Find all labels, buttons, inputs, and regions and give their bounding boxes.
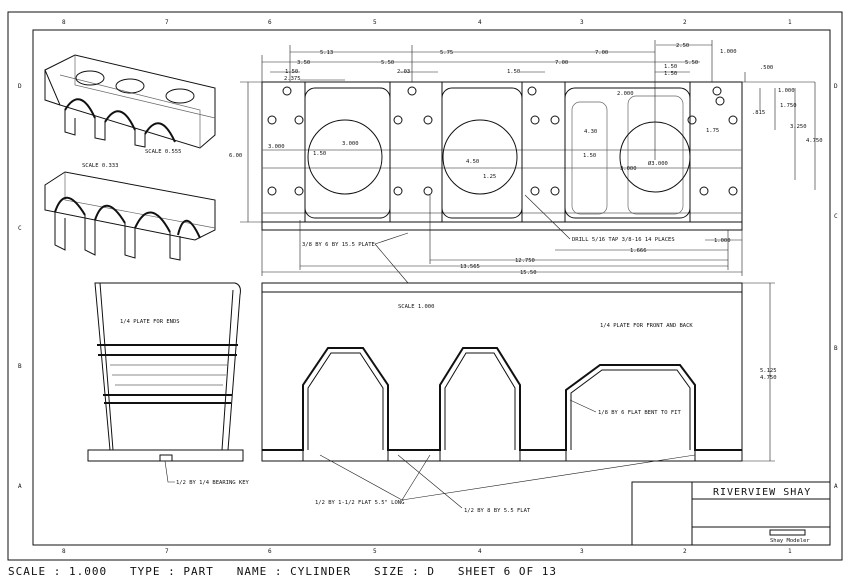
zone-col: 7 bbox=[165, 19, 169, 26]
zone-col: 2 bbox=[683, 548, 687, 555]
iso-view-shaded: SCALE 0.555 bbox=[44, 54, 216, 155]
side-view: 1/4 PLATE FOR ENDS 1/2 BY 1/4 BEARING KE… bbox=[87, 282, 250, 486]
dimension-label: 1.50 bbox=[507, 69, 520, 75]
annotation-flat-55: 1/2 BY 8 BY 5.5 FLAT bbox=[464, 508, 531, 514]
outer-border bbox=[7, 11, 843, 561]
dimension-label: 5.50 bbox=[381, 60, 394, 66]
zone-labels: 8 7 6 5 4 3 2 1 8 7 6 5 4 3 2 1 D C B A … bbox=[18, 19, 838, 555]
dimension-label: 1.666 bbox=[630, 248, 647, 254]
dimension-label: 1.75 bbox=[706, 128, 719, 134]
dimension-label: 1.000 bbox=[714, 238, 731, 244]
annotation-plate: 3/8 BY 6 BY 15.5 PLATE bbox=[302, 242, 375, 248]
annotation-tap: DRILL 5/16 TAP 3/8-16 14 PLACES bbox=[572, 237, 675, 243]
type-label: TYPE bbox=[130, 565, 161, 578]
sheet-total: 13 bbox=[541, 565, 557, 578]
zone-col: 8 bbox=[62, 19, 66, 26]
annotation-flat-long: 1/2 BY 1-1/2 FLAT 5.5" LONG bbox=[315, 500, 404, 506]
zone-col: 6 bbox=[268, 19, 272, 26]
dimension-label: 1.000 bbox=[778, 88, 795, 94]
dimension-label: 1.50 bbox=[285, 69, 298, 75]
annotation-flat-bent: 1/8 BY 6 FLAT BENT TO FIT bbox=[598, 410, 681, 416]
dimension-label: 15.50 bbox=[520, 270, 537, 276]
dimension-label: 5.13 bbox=[320, 50, 333, 56]
type-value: PART bbox=[183, 565, 214, 578]
iso-scale-label: SCALE 0.333 bbox=[82, 163, 118, 169]
dimension-label: 5.50 bbox=[685, 60, 698, 66]
zone-col: 4 bbox=[478, 548, 482, 555]
annotation-ends: 1/4 PLATE FOR ENDS bbox=[120, 319, 180, 325]
zone-col: 3 bbox=[580, 548, 584, 555]
dimension-label: 1.50 bbox=[664, 64, 677, 70]
scale-value: 1.000 bbox=[69, 565, 108, 578]
dimension-label: 2.375 bbox=[284, 76, 301, 82]
iso-view-wireframe: SCALE 0.333 bbox=[44, 163, 216, 261]
top-view bbox=[261, 81, 743, 231]
zone-col: 1 bbox=[788, 548, 792, 555]
dimension-label: 2.50 bbox=[676, 43, 689, 49]
zone-col: 8 bbox=[62, 548, 66, 555]
dimension-label: 3.000 bbox=[268, 144, 285, 150]
top-view-dimensions: 5.13 5.75 7.00 2.50 1.000 3.50 5.50 1.50… bbox=[229, 40, 823, 284]
sheet-value: 6 bbox=[503, 565, 512, 578]
dimension-label: Ø3.000 bbox=[648, 160, 668, 167]
dimension-label: 5.75 bbox=[440, 50, 453, 56]
dimension-label: 3.000 bbox=[342, 141, 359, 147]
dimension-label: 2.000 bbox=[617, 91, 634, 97]
dimension-label: 12.750 bbox=[515, 258, 535, 264]
zone-row: A bbox=[18, 483, 22, 490]
annotation-front-back: 1/4 PLATE FOR FRONT AND BACK bbox=[600, 323, 693, 329]
dimension-label: 1.50 bbox=[313, 151, 326, 157]
zone-col: 1 bbox=[788, 19, 792, 26]
zone-col: 4 bbox=[478, 19, 482, 26]
dimension-label: 1.000 bbox=[720, 49, 737, 55]
zone-row: C bbox=[18, 225, 22, 232]
zone-row: A bbox=[834, 483, 838, 490]
size-label: SIZE bbox=[373, 565, 405, 578]
front-view: SCALE 1.000 1/4 PLATE FOR FRONT AND BACK… bbox=[261, 282, 777, 514]
dimension-label: 4.50 bbox=[466, 159, 479, 165]
dimension-label: 1.50 bbox=[664, 71, 677, 77]
iso-scale-label: SCALE 0.555 bbox=[145, 149, 181, 155]
drawn-by: Shay Modeler bbox=[770, 538, 810, 544]
dimension-label: 4.750 bbox=[760, 375, 777, 381]
drawing-title: RIVERVIEW SHAY bbox=[713, 487, 811, 498]
sheet-label: SHEET bbox=[457, 565, 496, 578]
size-value: D bbox=[427, 565, 435, 578]
dimension-label: .500 bbox=[760, 65, 773, 71]
title-block: RIVERVIEW SHAY Shay Modeler bbox=[631, 481, 831, 546]
name-value: CYLINDER bbox=[290, 565, 352, 578]
dimension-label: 5.125 bbox=[760, 368, 777, 374]
zone-col: 5 bbox=[373, 548, 377, 555]
name-label: NAME bbox=[236, 565, 268, 578]
dimension-label: 2.03 bbox=[397, 69, 410, 75]
zone-row: D bbox=[18, 83, 22, 90]
dimension-label: 1.750 bbox=[780, 103, 797, 109]
dimension-label: 4.30 bbox=[584, 129, 597, 135]
dimension-label: .815 bbox=[752, 110, 765, 116]
inner-frame bbox=[32, 29, 831, 546]
zone-col: 2 bbox=[683, 19, 687, 26]
dimension-label: 1.25 bbox=[483, 174, 496, 180]
zone-row: D bbox=[834, 83, 838, 90]
dimension-label: 3.000 bbox=[620, 166, 637, 172]
zone-col: 6 bbox=[268, 548, 272, 555]
zone-row: B bbox=[18, 363, 22, 370]
dimension-label: 7.00 bbox=[555, 60, 568, 66]
dimension-label: 7.00 bbox=[595, 50, 608, 56]
dimension-label: 4.750 bbox=[806, 138, 823, 144]
dimension-label: 1.50 bbox=[583, 153, 596, 159]
annotation-bearing: 1/2 BY 1/4 BEARING KEY bbox=[176, 480, 250, 486]
zone-row: C bbox=[834, 213, 838, 220]
zone-col: 7 bbox=[165, 548, 169, 555]
scale-label: SCALE bbox=[8, 565, 47, 578]
dimension-label: 3.50 bbox=[297, 60, 310, 66]
zone-row: B bbox=[834, 345, 838, 352]
zone-col: 5 bbox=[373, 19, 377, 26]
dimension-label: 13.565 bbox=[460, 264, 480, 270]
status-bar: SCALE : 1.000 TYPE : PART NAME : CYLINDE… bbox=[8, 565, 557, 578]
dimension-label: 6.00 bbox=[229, 153, 242, 159]
zone-col: 3 bbox=[580, 19, 584, 26]
dimension-label: 3.250 bbox=[790, 124, 807, 130]
front-scale-label: SCALE 1.000 bbox=[398, 304, 434, 310]
